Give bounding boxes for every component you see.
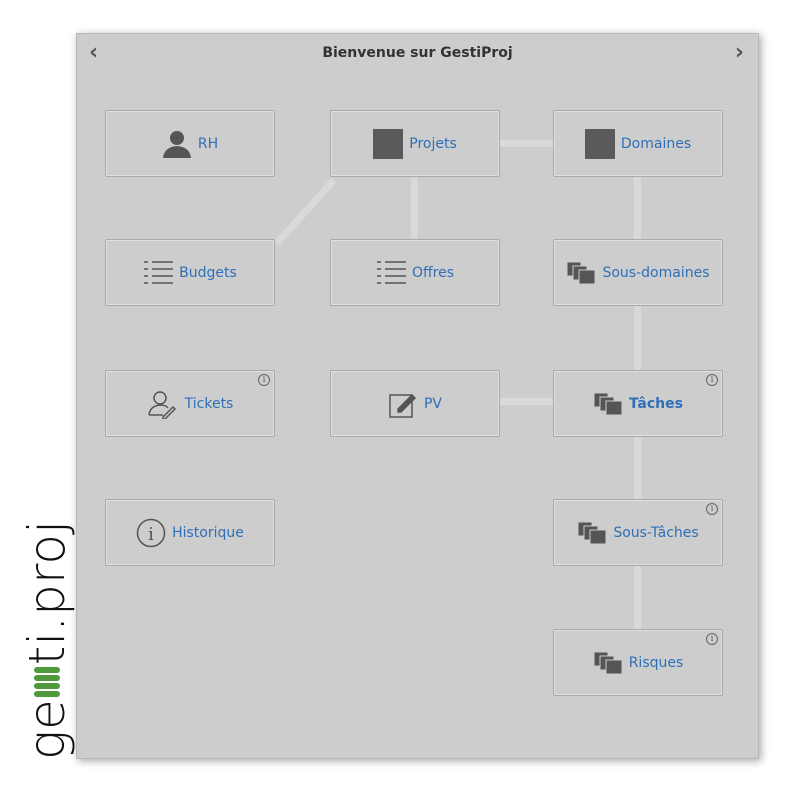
info-icon[interactable]: i <box>706 374 718 386</box>
user-icon <box>162 130 192 158</box>
connector <box>634 306 641 371</box>
connector <box>634 566 641 631</box>
tile-label: Sous-Tâches <box>613 524 699 541</box>
tile-risques[interactable]: Risques i <box>553 629 723 696</box>
tile-offres[interactable]: Offres <box>330 239 500 306</box>
tile-historique[interactable]: i Historique <box>105 499 275 566</box>
info-circle-icon: i <box>136 518 166 548</box>
prev-arrow[interactable]: ‹ <box>89 40 99 65</box>
connector <box>499 140 554 147</box>
tile-label: Sous-domaines <box>602 264 710 281</box>
tile-label: Tickets <box>184 395 234 412</box>
logo-text: ti.proj <box>18 520 76 666</box>
info-icon[interactable]: i <box>258 374 270 386</box>
tile-label: Budgets <box>179 264 237 281</box>
list-icon <box>376 260 406 286</box>
tile-rh[interactable]: RH <box>105 110 275 177</box>
tile-label: Risques <box>628 654 684 671</box>
tile-t-ches[interactable]: Tâches i <box>553 370 723 437</box>
user-edit-icon <box>147 389 179 419</box>
tile-label: Offres <box>411 264 455 281</box>
square-icon <box>373 128 404 159</box>
edit-icon <box>388 389 418 419</box>
connector <box>634 177 641 240</box>
tile-label: Tâches <box>629 395 683 412</box>
tile-projets[interactable]: Projets <box>330 110 500 177</box>
tile-label: PV <box>423 395 443 412</box>
tile-tickets[interactable]: Tickets i <box>105 370 275 437</box>
svg-text:i: i <box>148 524 154 545</box>
tile-pv[interactable]: PV <box>330 370 500 437</box>
stack-icon <box>566 261 596 285</box>
stack-icon <box>593 651 623 675</box>
square-icon <box>584 128 615 159</box>
tile-budgets[interactable]: Budgets <box>105 239 275 306</box>
connector <box>634 436 641 501</box>
tile-domaines[interactable]: Domaines <box>553 110 723 177</box>
tile-label: RH <box>197 135 219 152</box>
list-icon <box>143 260 174 286</box>
tile-sous-domaines[interactable]: Sous-domaines <box>553 239 723 306</box>
connector <box>411 177 418 240</box>
next-arrow[interactable]: › <box>734 40 744 65</box>
logo-text: ge <box>18 699 76 760</box>
tile-sous-t-ches[interactable]: Sous-Tâches i <box>553 499 723 566</box>
connector <box>274 177 337 246</box>
connector <box>499 398 554 405</box>
page-title: Bienvenue sur GestiProj <box>322 45 513 61</box>
info-icon[interactable]: i <box>706 503 718 515</box>
tile-label: Historique <box>172 524 244 541</box>
tile-label: Projets <box>409 135 457 152</box>
tile-label: Domaines <box>620 135 692 152</box>
info-icon[interactable]: i <box>706 633 718 645</box>
stack-icon <box>593 392 623 416</box>
gestiproj-logo: ge ti.proj <box>18 520 76 760</box>
coins-icon <box>34 667 60 698</box>
stack-icon <box>577 521 607 545</box>
